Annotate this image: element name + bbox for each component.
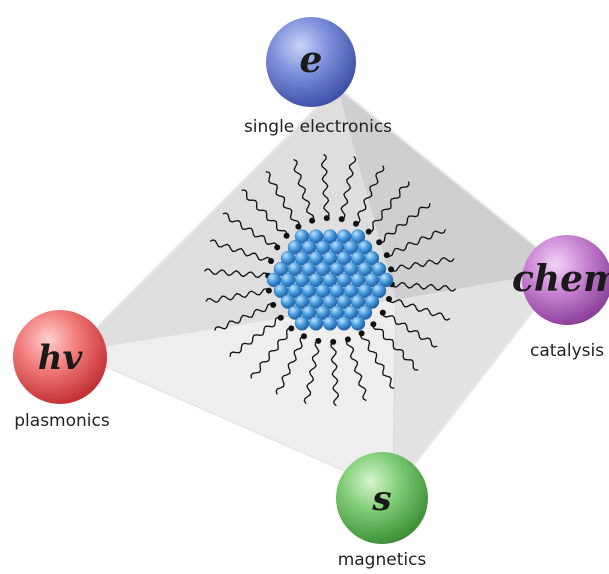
label-single-electronics: single electronics [244, 117, 392, 137]
ligand-chain [209, 239, 272, 262]
node-single-electronics: e single electronics [244, 17, 392, 137]
ligand-chain [222, 212, 278, 248]
ligand-chain [355, 165, 385, 225]
label-catalysis: catalysis [530, 341, 604, 361]
ligand-chain [203, 268, 269, 279]
ligand-anchor [268, 258, 274, 264]
ligand-shell [203, 153, 457, 407]
core-atom [357, 240, 373, 255]
ligand-chain [388, 298, 451, 321]
ligand-anchor [301, 333, 307, 340]
ligand-chain [275, 335, 305, 395]
sphere-left [13, 310, 107, 404]
ligand-anchor [274, 244, 281, 251]
ligand-chain [391, 281, 457, 292]
label-plasmonics: plasmonics [14, 411, 110, 431]
ligand-anchor [376, 239, 383, 246]
ligand-anchor [388, 266, 395, 273]
nanoparticle-core [266, 229, 394, 331]
ligand-anchor [344, 336, 351, 343]
ligand-chain [320, 153, 330, 219]
sphere-top [266, 17, 356, 107]
ligand-chain [241, 189, 288, 236]
symbol-hv: hv [38, 338, 84, 378]
core-atom [322, 316, 338, 331]
core-atom [308, 316, 324, 331]
ligand-anchor [365, 228, 372, 235]
ligand-anchor [386, 296, 392, 302]
node-magnetics: s magnetics [336, 452, 428, 570]
ligand-anchor [288, 325, 295, 332]
ligand-anchor [370, 321, 377, 328]
ligand-chain [390, 256, 455, 272]
ligand-chain [382, 312, 438, 348]
ligand-anchor [358, 330, 365, 337]
sphere-bottom [336, 452, 428, 544]
node-catalysis: chem catalysis [512, 235, 609, 361]
core-atom [357, 305, 373, 320]
ligand-chain [330, 341, 340, 407]
core-atom [371, 283, 387, 299]
ligand-anchor [353, 220, 359, 227]
ligand-anchor [309, 217, 316, 224]
ligand-chain [340, 155, 357, 220]
core-atom [378, 272, 394, 288]
pyramid-face-back [337, 87, 565, 300]
ligand-anchor [323, 215, 330, 222]
ligand-anchor [283, 232, 290, 239]
ligand-chain [214, 303, 274, 331]
ligand-anchor [270, 301, 277, 308]
ligand-chain [293, 158, 315, 221]
symbol-s: s [371, 479, 391, 519]
ligand-chain [303, 340, 320, 405]
ligand-chain [360, 333, 395, 390]
symbol-chem: chem [512, 258, 609, 300]
ligand-chain [368, 181, 410, 233]
ligand-chain [229, 316, 281, 357]
ligand-chain [379, 203, 431, 244]
core-atom [364, 251, 380, 266]
pyramid-face-lower-left [72, 300, 396, 492]
node-plasmonics: hv plasmonics [13, 310, 110, 431]
ligand-anchor [265, 287, 272, 294]
ligand-anchor [338, 216, 345, 223]
sphere-right [522, 235, 609, 325]
ligand-anchor [383, 252, 390, 259]
ligand-anchor [277, 314, 284, 321]
ligand-chain [205, 288, 270, 304]
ligand-chain [250, 327, 292, 379]
ligand-chain [372, 324, 419, 371]
symbol-e: e [300, 39, 323, 81]
core-atom [371, 261, 387, 277]
core-atom [294, 316, 310, 331]
ligand-chain [265, 170, 300, 227]
label-magnetics: magnetics [338, 550, 427, 570]
ligand-anchor [379, 309, 386, 316]
ligand-chain [386, 229, 446, 257]
ligand-anchor [330, 338, 337, 345]
core-atom [364, 294, 380, 309]
core-atom [336, 316, 352, 331]
ligand-anchor [295, 223, 302, 230]
core-atom [350, 229, 366, 244]
core-atom [350, 316, 366, 331]
ligand-chain [345, 339, 367, 402]
ligand-anchor [315, 337, 322, 344]
